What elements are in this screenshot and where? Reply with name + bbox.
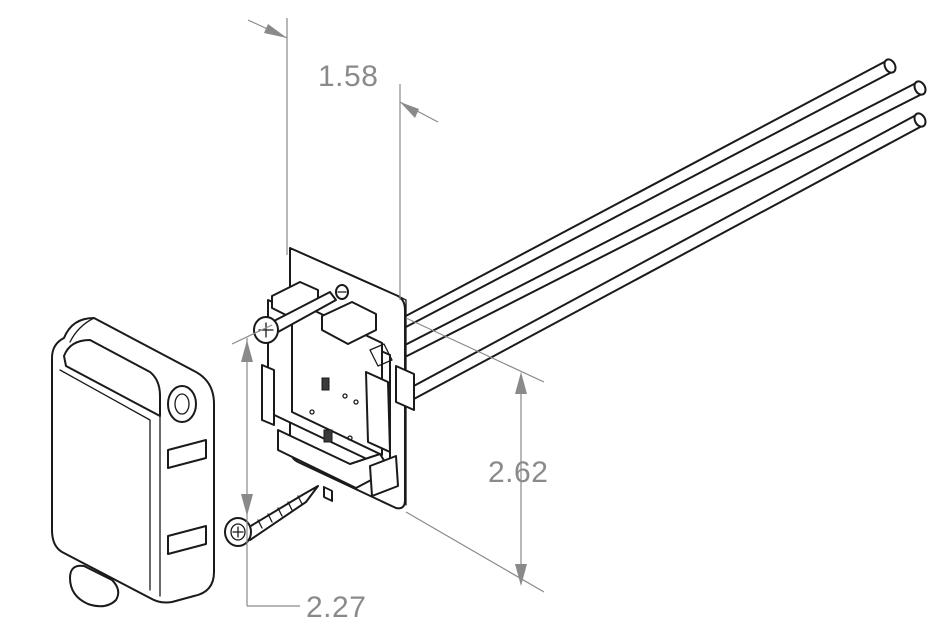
dimension-height-label: 2.62 — [488, 456, 548, 489]
dimension-depth-label: 1.58 — [318, 60, 378, 93]
probe-rod-1 — [401, 58, 897, 329]
mounting-base — [261, 247, 415, 510]
probe-rod-2 — [404, 80, 927, 357]
dimension-depth: 1.58 — [247, 18, 439, 300]
lower-mounting-screw — [224, 485, 319, 547]
dimension-width: 2.27 — [231, 324, 366, 624]
probe-rod-3 — [409, 112, 927, 401]
front-cover — [51, 317, 215, 608]
dimension-width-label: 2.27 — [306, 591, 366, 624]
dimension-height: 2.62 — [405, 317, 548, 593]
upper-mounting-screw — [253, 291, 337, 344]
probe-rods — [401, 58, 927, 401]
